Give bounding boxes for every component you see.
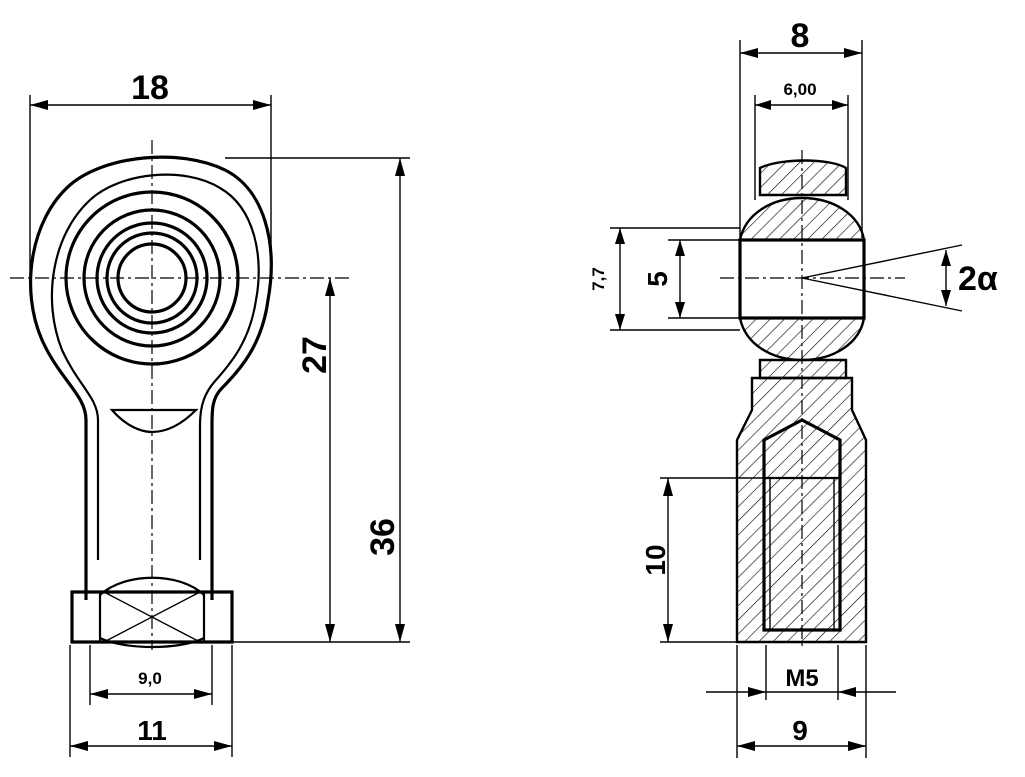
side-view: 2α 8 6,00 7,7 5 10 xyxy=(589,17,998,758)
arrow xyxy=(663,624,673,642)
arrow xyxy=(848,741,866,751)
arrow xyxy=(70,741,88,751)
arrow xyxy=(663,478,673,496)
arrow xyxy=(90,689,108,699)
neck-web xyxy=(109,408,199,434)
dim-6-label: 6,00 xyxy=(783,80,816,99)
dim-2alpha-label: 2α xyxy=(958,260,998,298)
dim-18-label: 18 xyxy=(131,69,169,107)
dim-9-0-label: 9,0 xyxy=(138,669,162,688)
arrow xyxy=(675,240,685,256)
arrow xyxy=(194,689,212,699)
arrow xyxy=(615,314,625,330)
arrow xyxy=(253,100,271,110)
rod-end-head-outline xyxy=(28,155,273,600)
outer-ring-bottom-section xyxy=(758,358,848,380)
dim-77-label: 7,7 xyxy=(589,267,608,291)
dim-27-label: 27 xyxy=(296,336,334,374)
arrow xyxy=(748,687,766,697)
arrow xyxy=(844,48,862,58)
arrow xyxy=(737,741,755,751)
arrow xyxy=(395,158,405,176)
arrow xyxy=(832,100,848,110)
dim-10-label: 10 xyxy=(640,544,671,575)
dim-9s-label: 9 xyxy=(792,715,808,746)
dim-8-label: 8 xyxy=(791,17,810,55)
arrow xyxy=(615,228,625,244)
arrow xyxy=(675,302,685,318)
arrow xyxy=(325,624,335,642)
arrow xyxy=(941,290,951,306)
front-view: 18 27 36 9,0 11 xyxy=(10,69,410,757)
arrow xyxy=(395,624,405,642)
tilt-line-upper xyxy=(801,244,963,279)
threaded-hole xyxy=(762,418,842,632)
arrow xyxy=(941,250,951,266)
arrow xyxy=(214,741,232,751)
arrow xyxy=(740,48,758,58)
arrow xyxy=(325,278,335,296)
arrow xyxy=(755,100,771,110)
tilt-line-lower xyxy=(801,277,963,312)
outer-ring-top-section xyxy=(758,159,848,197)
dim-m5-label: M5 xyxy=(785,665,818,692)
dim-36-label: 36 xyxy=(364,518,402,556)
dim-11-label: 11 xyxy=(137,715,167,746)
arrow xyxy=(30,100,48,110)
dim-5-label: 5 xyxy=(642,271,673,287)
head-inner-contour xyxy=(50,173,260,560)
arrow xyxy=(838,687,856,697)
